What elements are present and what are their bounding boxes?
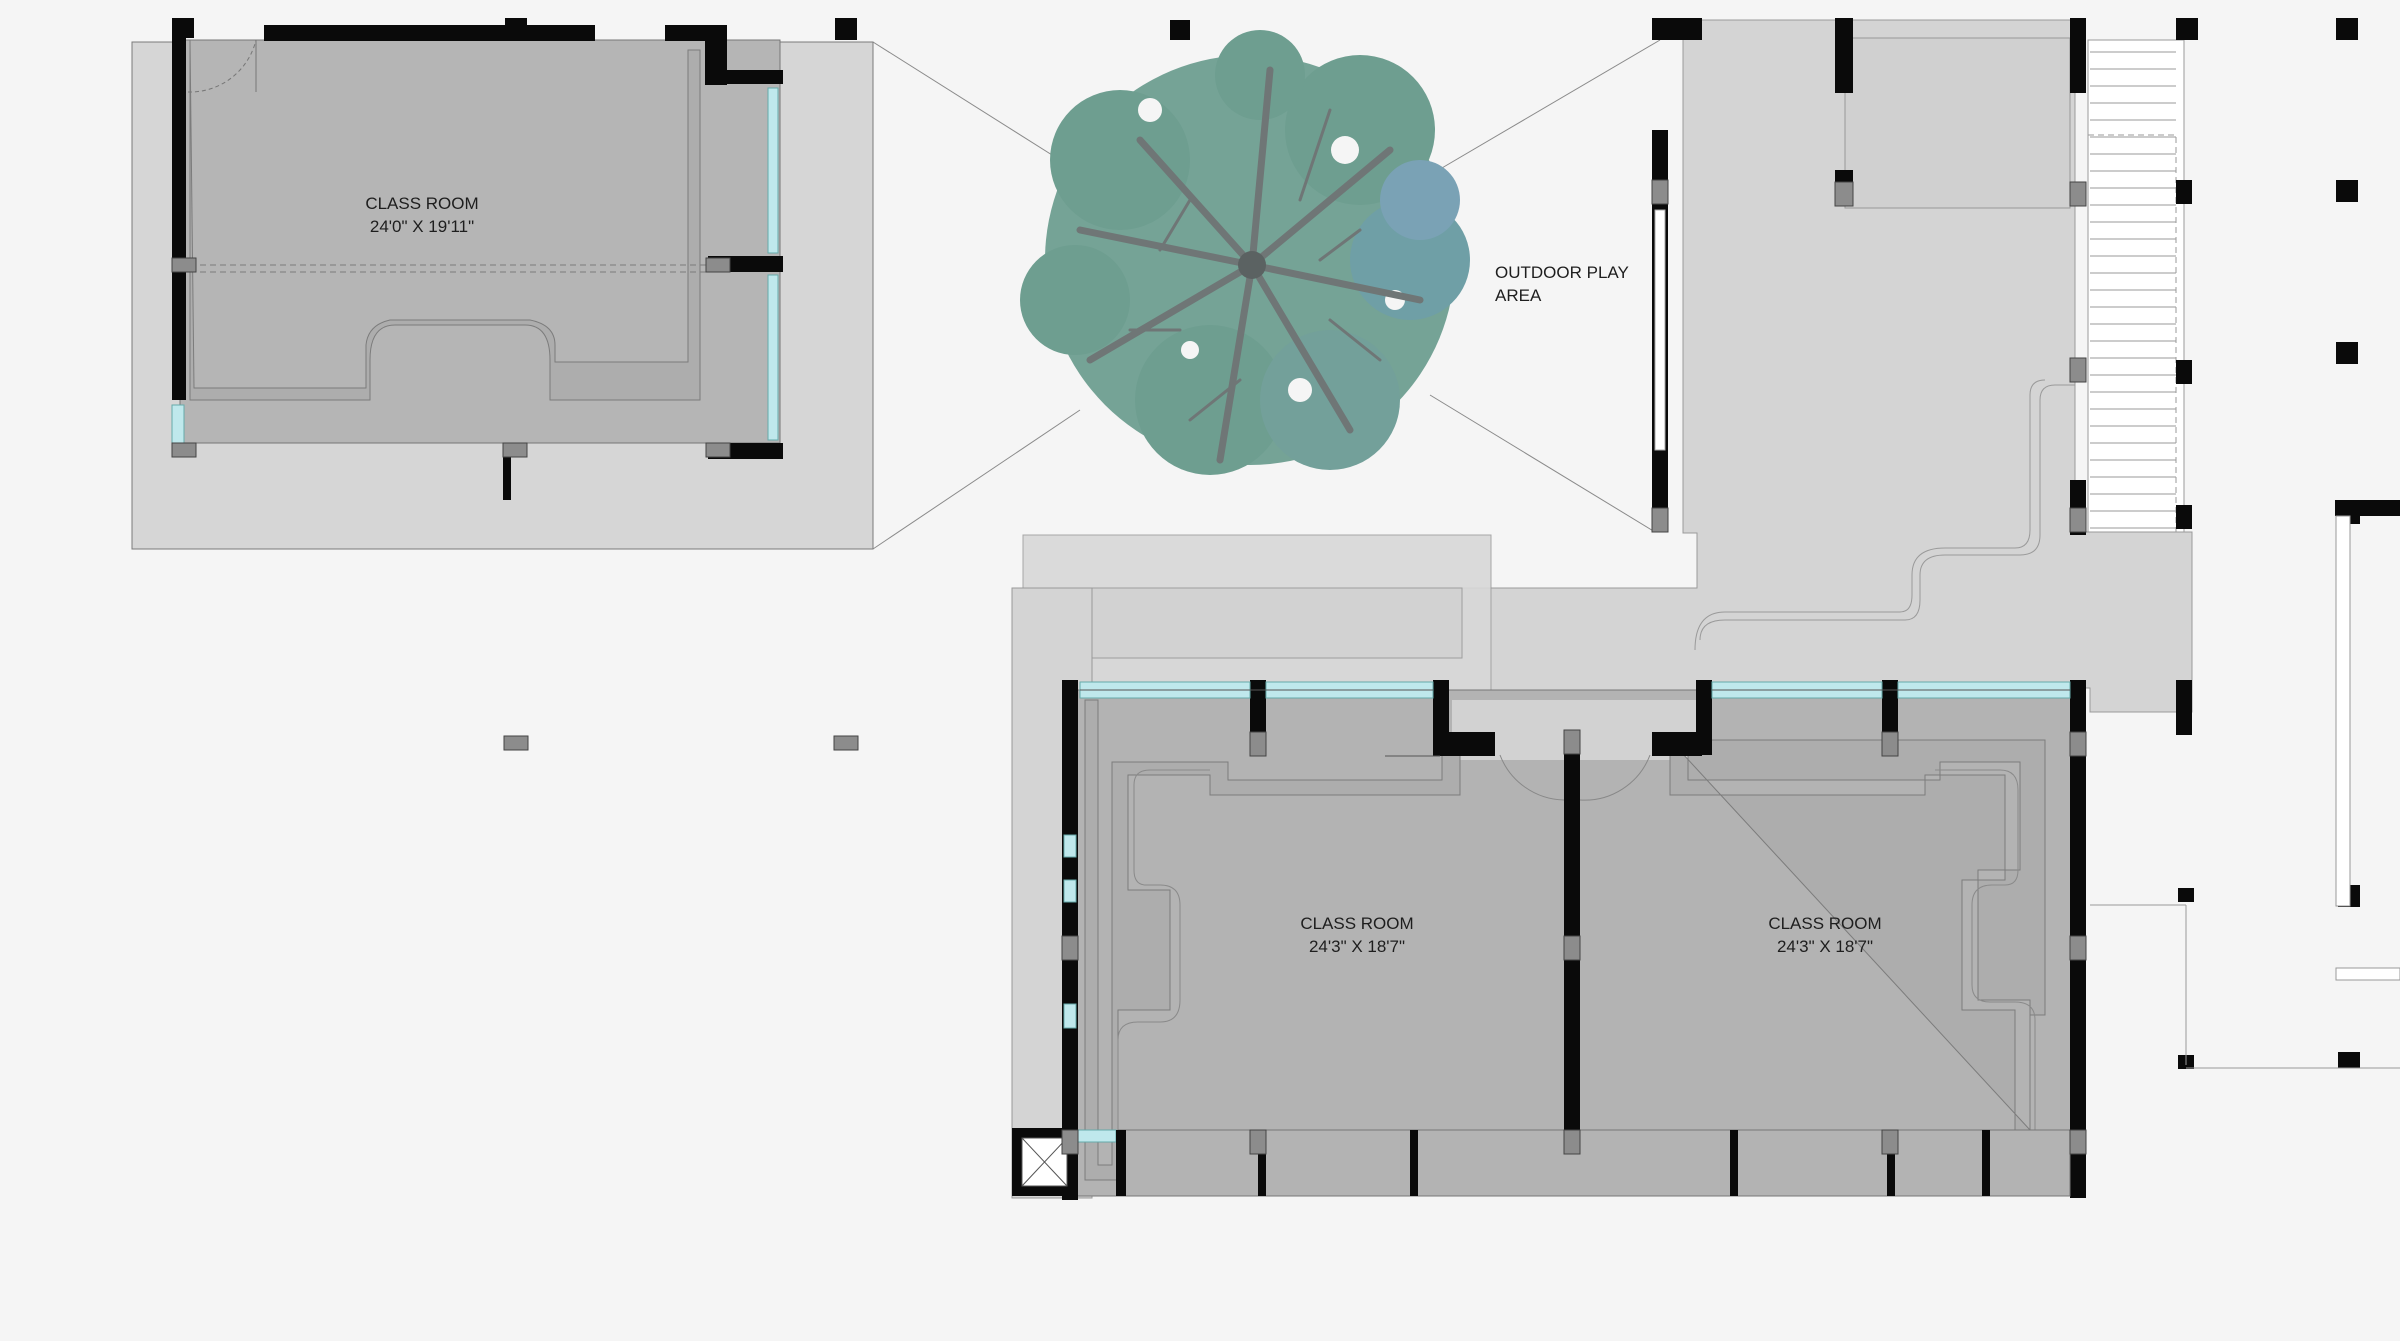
- wall: [1982, 1130, 1990, 1196]
- zoom-guide-line: [1429, 39, 1661, 176]
- room-name-label: CLASS ROOM: [365, 194, 478, 213]
- wall: [705, 70, 783, 84]
- column-icon: [171, 442, 197, 458]
- outdoor-area-label: OUTDOOR PLAY: [1495, 263, 1629, 282]
- column-icon: [2069, 731, 2087, 757]
- wall: [835, 18, 857, 40]
- wall: [1433, 732, 1495, 756]
- wall: [520, 25, 595, 41]
- wall: [1835, 170, 1853, 184]
- window-glazing: [1077, 1129, 1117, 1143]
- column-icon: [1651, 507, 1669, 533]
- column-icon: [503, 735, 529, 751]
- window-glazing: [1654, 209, 1666, 451]
- door-swing-icon: [1499, 754, 1565, 801]
- column-icon: [1061, 935, 1079, 961]
- column-icon: [1834, 181, 1854, 207]
- lift-shaft-cross: [1021, 1137, 1068, 1187]
- built-in-counter: [189, 39, 701, 401]
- column-icon: [1249, 731, 1267, 757]
- column-icon: [705, 257, 731, 273]
- column-icon: [1563, 1129, 1581, 1155]
- zoom-guide-line: [872, 41, 1061, 161]
- zoom-guide-line: [872, 409, 1081, 550]
- window-glazing: [171, 404, 185, 444]
- wall: [1887, 1150, 1895, 1196]
- corridor: [1011, 18, 2193, 713]
- column-icon: [171, 257, 197, 273]
- stair-treads: [2090, 51, 2176, 529]
- wall: [665, 25, 710, 41]
- column-icon: [2069, 507, 2087, 533]
- column-icon: [2069, 181, 2087, 207]
- tree-canopy-icon: [1020, 30, 1470, 475]
- built-in-counter: [1669, 738, 2046, 1132]
- upper-room-floor: [1844, 37, 2071, 209]
- room-size-label: 24'0" X 19'11": [370, 217, 474, 236]
- column-icon: [1563, 935, 1581, 961]
- wall: [172, 18, 194, 38]
- wall: [1835, 18, 1853, 93]
- outdoor-area-label-line2: AREA: [1495, 286, 1542, 305]
- wall: [1730, 1130, 1738, 1196]
- wall: [1652, 732, 1702, 756]
- column-icon: [1061, 1129, 1079, 1155]
- column-icon: [2069, 935, 2087, 961]
- wall: [2070, 18, 2086, 93]
- adjacent-structure: [2090, 18, 2400, 1069]
- bottom-classrooms: CLASS ROOM 24'3" X 18'7" CLASS ROOM 24'3…: [1011, 587, 2087, 1200]
- bottom-storage-strip: [1117, 1129, 2071, 1197]
- column-icon: [1881, 1129, 1899, 1155]
- counter-edge: [1117, 769, 1210, 1150]
- wall: [1652, 18, 1702, 40]
- column-icon: [1881, 731, 1899, 757]
- window-glazing: [1063, 1003, 1077, 1029]
- zoomed-classroom-detail: CLASS ROOM 24'0" X 19'11": [131, 18, 874, 550]
- column-icon: [1651, 179, 1669, 205]
- ramp-edge: [1699, 384, 2075, 641]
- window-glazing: [1063, 834, 1077, 858]
- counter-edge: [1935, 769, 2036, 1130]
- window-glazing: [767, 274, 779, 441]
- wall: [1258, 1150, 1266, 1196]
- planter-inner: [1051, 587, 1463, 659]
- column-icon: [833, 735, 859, 751]
- door-swing-icon: [1579, 754, 1651, 801]
- column-icon: [705, 442, 731, 458]
- column-icon: [1249, 1129, 1267, 1155]
- stair-icon: [2087, 39, 2185, 533]
- column-icon: [1563, 729, 1581, 755]
- room-size-label: 24'3" X 18'7": [1777, 937, 1873, 956]
- room-name-label: CLASS ROOM: [1300, 914, 1413, 933]
- wall: [503, 448, 511, 500]
- column-icon: [2069, 1129, 2087, 1155]
- column-icon: [1170, 20, 1190, 40]
- room-name-label: CLASS ROOM: [1768, 914, 1881, 933]
- column-icon: [2069, 357, 2087, 383]
- wall: [1116, 1130, 1126, 1196]
- ramp-edge: [1694, 379, 2046, 651]
- wall: [172, 38, 186, 400]
- built-in-counter: [1084, 699, 1461, 1181]
- column-icon: [502, 442, 528, 458]
- wall: [1696, 680, 1712, 755]
- window-glazing: [767, 87, 779, 254]
- window-glazing: [1063, 879, 1077, 903]
- room-size-label: 24'3" X 18'7": [1309, 937, 1405, 956]
- wall: [1410, 1130, 1418, 1196]
- zoom-guide-line: [1429, 394, 1656, 533]
